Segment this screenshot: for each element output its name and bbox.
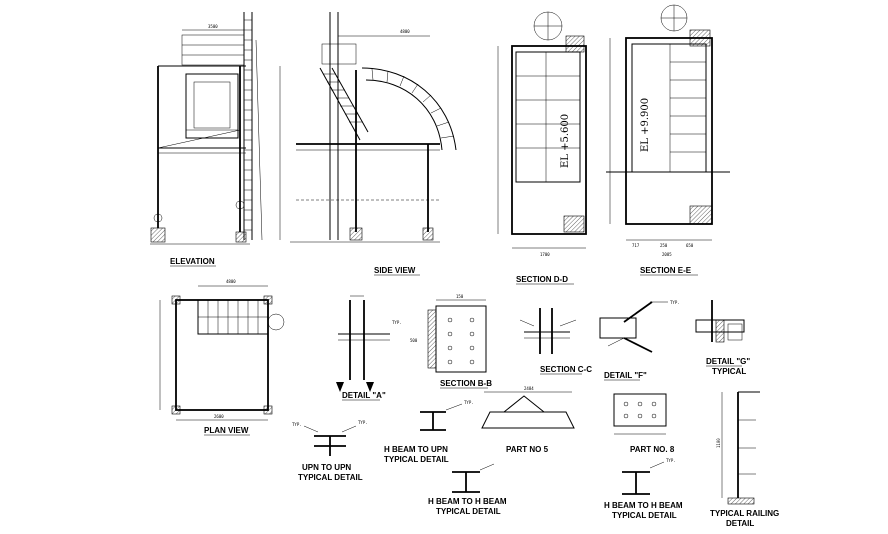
h-beam-to-h-beam-detail: H BEAM TO H BEAM TYPICAL DETAIL — [428, 463, 507, 516]
h-upn-typ: TYP. — [464, 400, 474, 405]
detail-a-view: TYP. DETAIL "A" — [336, 295, 402, 401]
section-cc-view: SECTION C-C — [519, 308, 592, 375]
detail-a-title: DETAIL "A" — [342, 391, 386, 400]
h-beam-to-h-beam-2-subtitle: TYPICAL DETAIL — [612, 511, 677, 520]
part-no8-title: PART NO. 8 — [630, 445, 675, 454]
railing-dim: 1100 — [716, 438, 721, 448]
section-bb-title: SECTION B-B — [440, 379, 492, 388]
elevation-dim-top: 3500 — [208, 24, 218, 29]
detail-g-title: DETAIL "G" — [706, 357, 750, 366]
h-beam-to-upn-subtitle: TYPICAL DETAIL — [384, 455, 449, 464]
section-cc-title: SECTION C-C — [540, 365, 592, 374]
part5-dim: 2484 — [524, 386, 534, 391]
typical-railing-title: TYPICAL RAILING — [710, 509, 779, 518]
upn-to-upn-title: UPN TO UPN — [302, 463, 351, 472]
section-ee-dim-3: 650 — [686, 243, 694, 248]
part-no5-detail: 2484 PART NO 5 — [481, 386, 575, 454]
section-ee-level: EL +9.900 — [640, 98, 651, 152]
part-no5-title: PART NO 5 — [506, 445, 549, 454]
plan-dim-bottom: 2600 — [214, 414, 224, 419]
plan-dim-top: 4800 — [226, 279, 236, 284]
detail-f-typ: TYP. — [670, 300, 680, 305]
h-beam-to-h-beam-subtitle: TYPICAL DETAIL — [436, 507, 501, 516]
side-view: 4800 SIDE VIEW — [279, 12, 457, 276]
upn-to-upn-detail: TYP. TYP. UPN TO UPN TYPICAL DETAIL — [292, 420, 368, 482]
elevation-title: ELEVATION — [170, 257, 215, 266]
h-beam-to-h-beam-2-detail: TYP. H BEAM TO H BEAM TYPICAL DETAIL — [604, 458, 683, 520]
section-ee-title: SECTION E-E — [640, 266, 692, 275]
plan-view-title: PLAN VIEW — [204, 426, 249, 435]
h-beam-to-upn-title: H BEAM TO UPN — [384, 445, 448, 454]
h-beam-to-h-beam-2-title: H BEAM TO H BEAM — [604, 501, 683, 510]
section-ee-dim-1: 717 — [632, 243, 640, 248]
typical-railing-detail: 1100 TYPICAL RAILING DETAIL — [710, 391, 779, 528]
upn-to-upn-subtitle: TYPICAL DETAIL — [298, 473, 363, 482]
detail-a-typ: TYP. — [392, 320, 402, 325]
section-dd-level: EL +5.600 — [560, 114, 571, 168]
hh2-typ: TYP. — [666, 458, 676, 463]
detail-f-title: DETAIL "F" — [604, 371, 647, 380]
h-beam-to-upn-detail: TYP. H BEAM TO UPN TYPICAL DETAIL — [384, 400, 474, 464]
elevation-view: 3500 ELEVATION — [150, 12, 263, 267]
section-bb-dim: 150 — [456, 294, 464, 299]
section-bb-view: 150 500 SECTION B-B — [410, 294, 492, 389]
stair-treads — [323, 73, 363, 123]
ladder-rungs — [244, 19, 252, 231]
part-no8-detail: PART NO. 8 — [613, 393, 675, 454]
typical-railing-subtitle: DETAIL — [726, 519, 754, 528]
plan-view: 4800 2600 PLAN VIEW — [159, 279, 285, 436]
detail-f-view: TYP. DETAIL "F" — [599, 300, 680, 381]
upn-typ-left: TYP. — [292, 422, 302, 427]
side-view-dim-top: 4800 — [400, 29, 410, 34]
side-view-title: SIDE VIEW — [374, 266, 416, 275]
h-beam-to-h-beam-title: H BEAM TO H BEAM — [428, 497, 507, 506]
section-ee-view: 717 250 650 2085 EL +9.900 SECTION E-E — [606, 4, 730, 276]
bolt-holes — [447, 317, 475, 365]
section-ee-dim-width: 2085 — [662, 252, 672, 257]
detail-g-subtitle: TYPICAL — [712, 367, 746, 376]
section-dd-title: SECTION D-D — [516, 275, 568, 284]
part8-holes — [623, 401, 657, 419]
section-bb-dim-side: 500 — [410, 338, 418, 343]
upn-typ-right: TYP. — [358, 420, 368, 425]
detail-g-view: DETAIL "G" TYPICAL — [695, 300, 750, 376]
curved-stair-treads — [371, 68, 455, 139]
section-dd-dim-width: 1700 — [540, 252, 550, 257]
section-ee-dim-2: 250 — [660, 243, 668, 248]
section-dd-view: 1700 EL +5.600 SECTION D-D — [497, 11, 587, 285]
